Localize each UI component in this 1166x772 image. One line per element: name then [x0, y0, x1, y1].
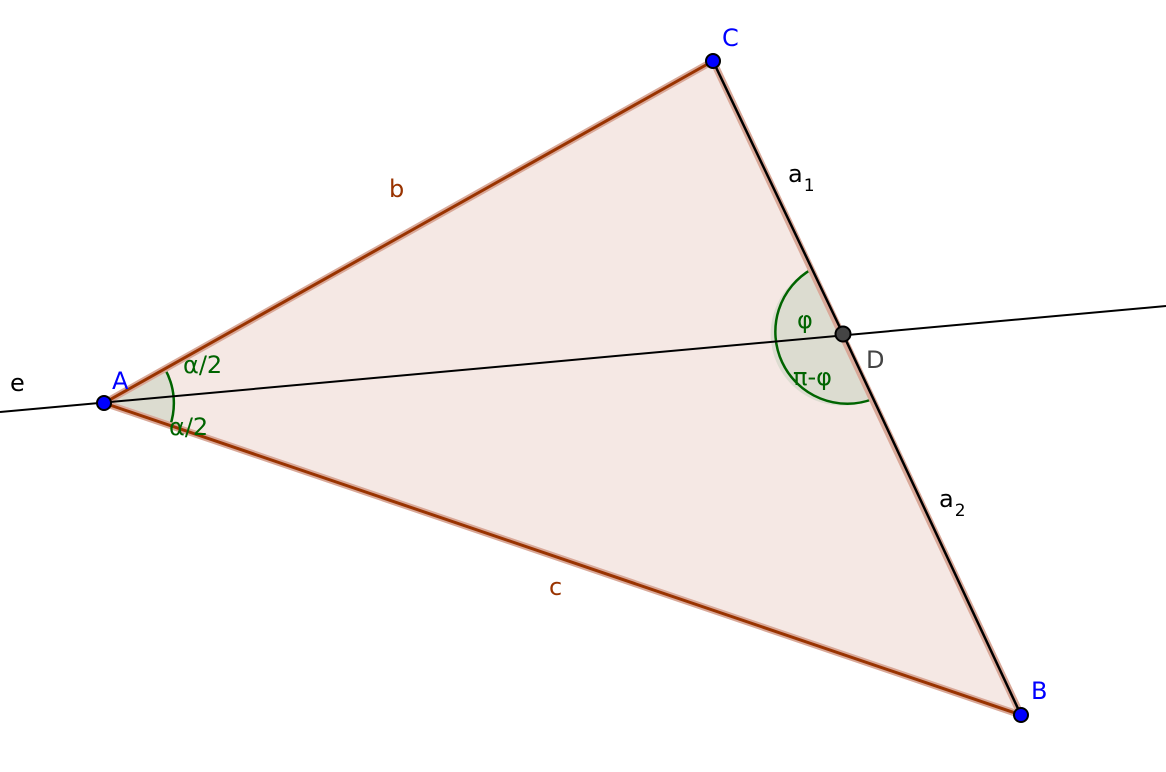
label-alpha-half-top: α/2: [183, 351, 222, 379]
angle-phi[interactable]: [770, 269, 843, 341]
label-pi-minus-phi: π-φ: [793, 363, 832, 391]
label-d: D: [866, 346, 884, 374]
label-a2: a2: [939, 485, 966, 521]
label-b: B: [1031, 677, 1047, 705]
triangle-abc[interactable]: [104, 61, 1021, 715]
segment-b[interactable]: [103, 59, 714, 405]
point-d[interactable]: [834, 325, 852, 343]
label-b-segment: b: [389, 175, 404, 203]
triangle-edges: [102, 57, 1025, 719]
point-a[interactable]: [96, 395, 112, 411]
line-e[interactable]: [0, 305, 1166, 413]
label-c-segment: c: [549, 573, 562, 601]
label-phi: φ: [797, 306, 813, 334]
label-alpha-half-bottom: α/2: [169, 413, 208, 441]
label-a1: a1: [788, 160, 815, 196]
label-e: e: [10, 369, 25, 397]
point-c[interactable]: [705, 53, 721, 69]
segment-a2[interactable]: [841, 333, 1023, 716]
angle-arc-d: [774, 267, 874, 405]
segment-a1[interactable]: [711, 60, 845, 335]
label-a: A: [112, 367, 129, 395]
label-c: C: [722, 24, 739, 52]
segment-c[interactable]: [103, 401, 1022, 717]
point-b[interactable]: [1013, 707, 1029, 723]
